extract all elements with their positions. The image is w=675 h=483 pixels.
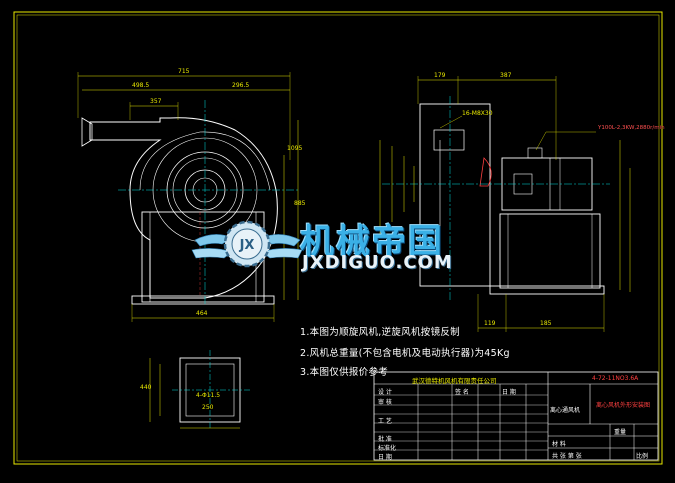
dim-side-top-right: 387 bbox=[500, 72, 512, 79]
drawing-border-inner bbox=[16, 14, 660, 462]
note-1: 1.本图为顺旋风机,逆旋风机按镜反制 bbox=[300, 327, 460, 338]
inlet-dim-440: 440 bbox=[140, 384, 152, 391]
emblem-mark: JX bbox=[239, 238, 255, 253]
tb-row-4: 批 准 bbox=[378, 436, 392, 443]
tb-row-3: 工 艺 bbox=[378, 418, 392, 425]
tb-weight: 重量 bbox=[614, 429, 627, 436]
dim-front-base: 464 bbox=[196, 310, 208, 317]
title-company: 武汉德特机风机有限责任公司 bbox=[412, 377, 497, 385]
tb-row-6: 日 期 bbox=[378, 454, 392, 461]
watermark-url: JXDIGUO.COM bbox=[302, 252, 453, 273]
dim-front-height: 1095 bbox=[287, 145, 303, 152]
side-callout: 16-M8X30 bbox=[462, 110, 493, 117]
watermark-chinese: 机械帝国 bbox=[300, 222, 444, 262]
side-view bbox=[379, 76, 631, 332]
dim-side-top-left: 179 bbox=[434, 72, 446, 79]
inlet-dim-250: 250 bbox=[202, 404, 214, 411]
note-3: 3.本图仅供报价参考 bbox=[300, 367, 389, 378]
dim-front-right-half: 296.5 bbox=[232, 82, 250, 89]
tb-header-date: 日 期 bbox=[502, 389, 516, 396]
title-block bbox=[373, 371, 659, 461]
front-view bbox=[77, 72, 300, 322]
tb-material: 材 料 bbox=[552, 441, 566, 448]
note-2: 2.风机总重量(不包含电机及电动执行器)为45Kg bbox=[300, 348, 510, 359]
tb-ratio: 比例 bbox=[636, 453, 649, 460]
motor-label: Y100L-2,3KW,2880r/min bbox=[598, 125, 665, 131]
dim-front-top: 715 bbox=[178, 68, 190, 75]
title-product-label: 离心通风机 bbox=[550, 407, 581, 414]
dim-side-bottom-left: 119 bbox=[484, 320, 496, 327]
tb-sheet: 共 张 第 张 bbox=[552, 453, 582, 460]
inlet-view bbox=[149, 350, 250, 430]
dim-side-bottom-right: 185 bbox=[540, 320, 552, 327]
inlet-hole-label: 4-Φ11.5 bbox=[196, 392, 221, 399]
dim-front-inner: 357 bbox=[150, 98, 162, 105]
tb-header-sign: 签 名 bbox=[455, 389, 469, 396]
tb-row-1: 设 计 bbox=[378, 389, 392, 396]
title-drawing-name: 离心风机外形安装图 bbox=[596, 402, 651, 409]
dim-front-left-half: 498.5 bbox=[132, 82, 150, 89]
watermark-emblem: JX bbox=[191, 220, 303, 268]
title-drawing-no: 4-72-11NO3.6A bbox=[592, 375, 639, 382]
dim-front-right-height: 885 bbox=[294, 200, 306, 207]
tb-row-5: 标准化 bbox=[378, 445, 397, 452]
tb-row-2: 审 核 bbox=[378, 399, 392, 406]
drawing-border-outer bbox=[13, 11, 663, 465]
